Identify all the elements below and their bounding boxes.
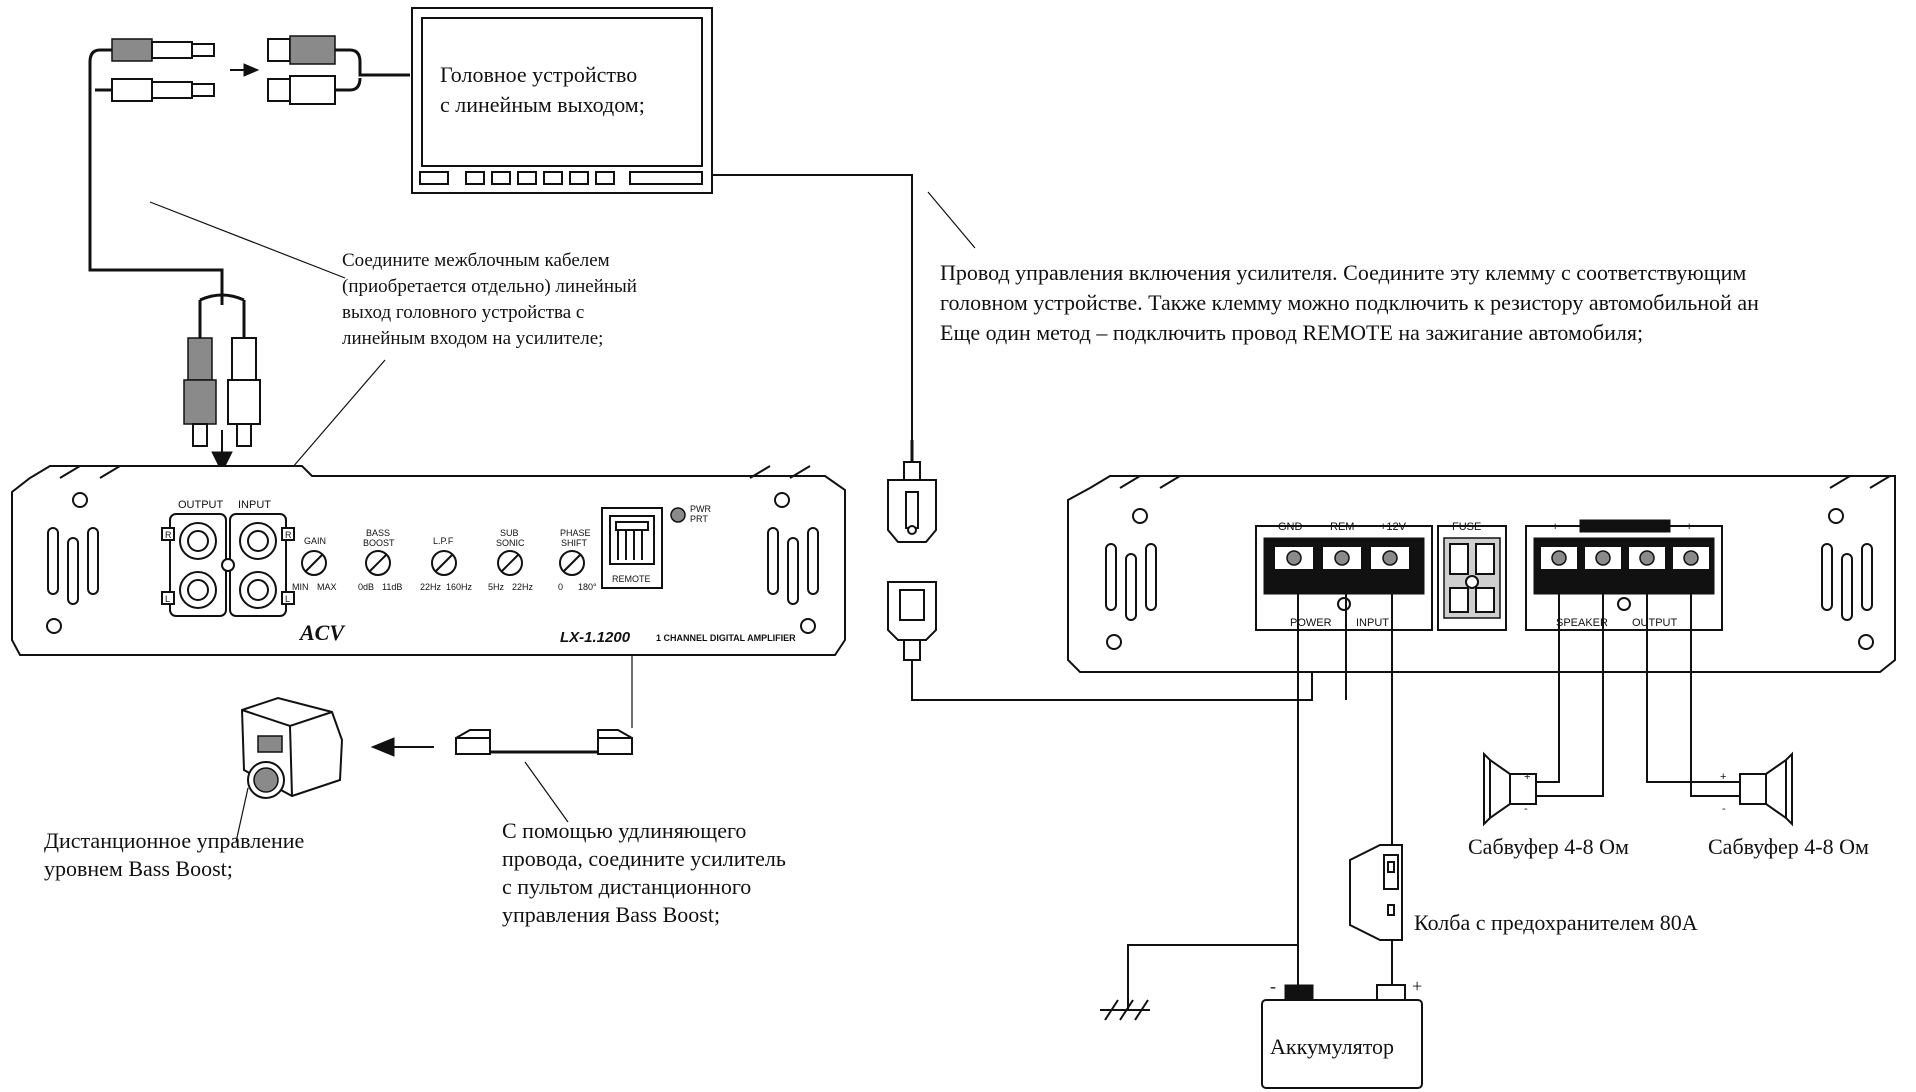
subwoofer-left-label: Сабвуфер 4-8 Ом [1468, 834, 1629, 859]
svg-text:22Hz: 22Hz [420, 582, 442, 592]
speaker-output-label: OUTPUT [1632, 617, 1678, 629]
note-line: Соедините межблочным кабелем [342, 250, 610, 271]
note-line: выход головного устройства с [342, 302, 584, 323]
prt-led-label: PRT [690, 514, 708, 524]
head-unit-label: с линейным выходом; [440, 92, 645, 117]
remote-control-label: Дистанционное управление [44, 828, 304, 853]
channel-l-label: L [285, 594, 290, 604]
input-label: INPUT [238, 499, 271, 511]
extension-note-line: управления Bass Boost; [502, 902, 720, 927]
speaker-wiring [1536, 594, 1740, 797]
fuse-holder-icon [1349, 844, 1403, 941]
speaker-label: SPEAKER [1556, 617, 1608, 629]
svg-text:L.P.F: L.P.F [433, 536, 454, 546]
head-unit: Головное устройство с линейным выходом; [411, 7, 713, 194]
svg-text:0: 0 [558, 582, 563, 592]
bass-boost-knob: BASS BOOST 0dB 11dB [358, 528, 402, 592]
note-line: (приобретается отдельно) линейный [342, 276, 637, 297]
power-label: POWER [1290, 617, 1332, 629]
subwoofer-right-label: Сабвуфер 4-8 Ом [1708, 834, 1869, 859]
power-input-label: INPUT [1356, 617, 1389, 629]
phase-shift-knob: PHASE SHIFT 0 180° [558, 528, 597, 592]
svg-text:-: - [1524, 803, 1528, 815]
model-desc: 1 CHANNEL DIGITAL AMPLIFIER [656, 633, 796, 643]
fuse-label: FUSE [1452, 521, 1481, 533]
gain-knob: GAIN MIN MAX [292, 536, 337, 592]
model-label: LX-1.1200 [560, 629, 631, 646]
speaker-plus-left: + [1552, 521, 1558, 533]
svg-text:MAX: MAX [317, 582, 337, 592]
svg-text:5Hz: 5Hz [488, 582, 505, 592]
note-line: Провод управления включения усилителя. С… [940, 260, 1746, 285]
lpf-knob: L.P.F 22Hz 160Hz [420, 536, 473, 592]
svg-text:BOOST: BOOST [363, 538, 395, 548]
svg-text:180°: 180° [578, 582, 597, 592]
power-wiring [1100, 594, 1393, 1021]
svg-text:0dB: 0dB [358, 582, 374, 592]
svg-text:22Hz: 22Hz [512, 582, 534, 592]
note-line: Еще один метод – подключить провод REMOT… [940, 320, 1643, 345]
channel-r-label: R [165, 530, 172, 540]
extension-cable [370, 655, 633, 823]
fuse-holder-label: Колба с предохранителем 80А [1414, 910, 1698, 935]
note-line: линейным входом на усилителе; [342, 328, 603, 349]
gnd-label: GND [1278, 521, 1303, 533]
remote-wire-connectors [887, 440, 1313, 701]
channel-l-label: L [165, 594, 170, 604]
note-line: головном устройстве. Также клемму можно … [940, 290, 1759, 315]
battery-minus-label: - [1270, 976, 1276, 996]
svg-text:REMOTE: REMOTE [612, 574, 651, 584]
v12-label: +12V [1380, 521, 1407, 533]
bass-boost-remote-icon [235, 696, 344, 843]
output-label: OUTPUT [178, 499, 224, 511]
extension-note-line: С помощью удлиняющего [502, 818, 746, 843]
remote-wire-note: Провод управления включения усилителя. С… [940, 260, 1759, 345]
amplifier-rear-panel: GND REM +12V POWER INPUT FUSE + + [1067, 475, 1896, 673]
svg-text:-: - [1722, 803, 1726, 815]
interconnect-note: Соедините межблочным кабелем (приобретае… [342, 250, 637, 349]
remote-control-label: уровнем Bass Boost; [44, 856, 233, 881]
svg-text:+: + [1720, 771, 1726, 783]
battery-icon: - + Аккумулятор [1261, 976, 1423, 1089]
channel-r-label: R [285, 530, 292, 540]
rem-label: REM [1330, 521, 1354, 533]
battery-label: Аккумулятор [1270, 1034, 1394, 1059]
svg-text:GAIN: GAIN [304, 536, 326, 546]
speaker-plus-right: + [1686, 521, 1692, 533]
rca-cable-pair-top [88, 35, 410, 305]
svg-text:11dB: 11dB [382, 582, 402, 592]
extension-note-line: провода, соедините усилитель [502, 846, 786, 871]
svg-text:SUB: SUB [500, 528, 519, 538]
svg-text:160Hz: 160Hz [446, 582, 473, 592]
rca-plugs-vertical [183, 293, 261, 474]
svg-text:MIN: MIN [292, 582, 309, 592]
amplifier-front-panel: OUTPUT INPUT R L R L GAIN MIN MAX BASS B [11, 465, 846, 656]
battery-plus-label: + [1412, 976, 1422, 996]
remote-port: REMOTE [601, 507, 663, 589]
subwoofer-left-icon: + - [1483, 751, 1537, 827]
extension-note-line: с пультом дистанционного [502, 874, 751, 899]
svg-text:+: + [1524, 771, 1530, 783]
svg-text:SONIC: SONIC [496, 538, 525, 548]
brand-logo: ACV [298, 620, 346, 645]
pwr-led-label: PWR [690, 504, 711, 514]
head-unit-label: Головное устройство [440, 62, 637, 87]
svg-text:BASS: BASS [366, 528, 390, 538]
svg-text:SHIFT: SHIFT [561, 538, 588, 548]
subwoofer-right-icon: + - [1720, 751, 1793, 827]
svg-text:PHASE: PHASE [560, 528, 591, 538]
subsonic-knob: SUB SONIC 5Hz 22Hz [488, 528, 534, 592]
